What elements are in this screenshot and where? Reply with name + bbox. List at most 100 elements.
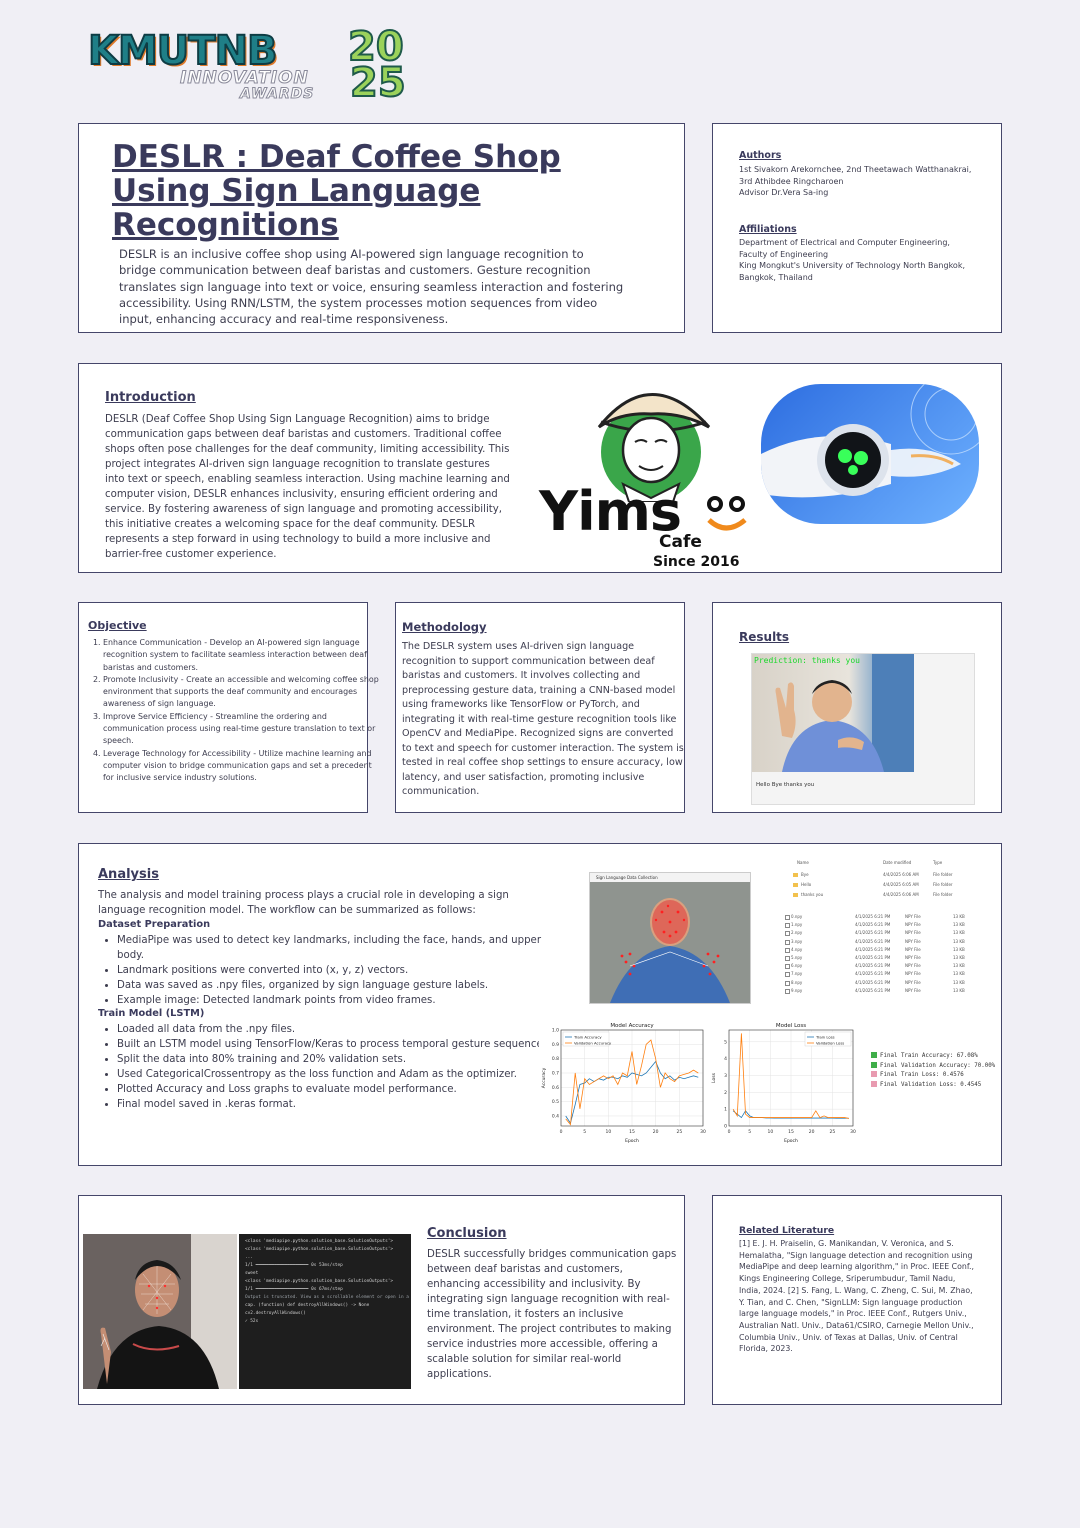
folder-row[interactable]: Bye 4/4/2025 6:06 AM File folder xyxy=(779,872,979,881)
folder-row[interactable]: Hello 4/4/2025 6:05 AM File folder xyxy=(779,882,979,891)
cafe-mascot-illustration xyxy=(597,393,711,502)
train-item: Plotted Accuracy and Loss graphs to eval… xyxy=(117,1082,557,1097)
objective-item: Improve Service Efficiency - Streamline … xyxy=(103,711,381,748)
file-date: 4/1/2025 6:21 PM xyxy=(855,914,891,919)
x-axis-label: Epoch xyxy=(625,1138,639,1144)
file-date: 4/1/2025 6:21 PM xyxy=(855,987,891,993)
file-type: NPY File xyxy=(905,930,921,936)
affiliations-list: Department of Electrical and Computer En… xyxy=(739,237,965,283)
train-item: Built an LSTM model using TensorFlow/Ker… xyxy=(117,1037,557,1052)
legend-box xyxy=(804,1031,852,1047)
folder-icon xyxy=(793,883,798,887)
x-tick-label: 20 xyxy=(653,1129,659,1135)
legend-label: Validation Accuracy xyxy=(574,1041,612,1046)
prediction-overlay: Prediction: thanks you xyxy=(754,656,860,665)
file-name: 5.npy xyxy=(791,955,803,960)
y-tick-label: 4 xyxy=(724,1056,727,1062)
metric-line: Final Train Loss: 0.4576 xyxy=(871,1071,995,1081)
chart-title: Model Accuracy xyxy=(610,1023,654,1029)
folder-icon xyxy=(793,873,798,877)
file-checkbox-icon xyxy=(785,947,790,953)
y-tick-label: 0.7 xyxy=(552,1070,559,1076)
series-line xyxy=(732,1110,849,1119)
y-tick-label: 2 xyxy=(724,1090,727,1096)
y-tick-label: 0 xyxy=(724,1124,727,1130)
file-checkbox-icon xyxy=(785,964,790,970)
results-camera-feed: Prediction: thanks you xyxy=(752,654,914,772)
conclusion-card: <class 'mediapipe.python.solution_base.S… xyxy=(78,1195,685,1405)
literature-text: [1] E. J. H. Praiselin, G. Manikandan, V… xyxy=(739,1239,974,1354)
author-line: Advisor Dr.Vera Sa-ing xyxy=(739,188,829,197)
x-tick-label: 30 xyxy=(850,1129,856,1135)
y-tick-label: 3 xyxy=(724,1073,727,1079)
file-name: 4.npy xyxy=(791,946,803,952)
affiliation-line: Faculty of Engineering xyxy=(739,249,829,259)
cafe-name: Yims xyxy=(539,480,682,543)
file-date: 4/1/2025 6:21 PM xyxy=(855,963,891,969)
conclusion-text: DESLR successfully bridges communication… xyxy=(427,1249,677,1380)
file-date: 4/1/2025 6:21 PM xyxy=(855,946,891,952)
x-axis-label: Epoch xyxy=(784,1138,798,1144)
y-axis-label: Accuracy xyxy=(541,1067,547,1088)
file-name: 7.npy xyxy=(791,971,803,977)
terminal-line: cv2.destroyAllWindows() xyxy=(245,1311,306,1316)
objective-heading: Objective xyxy=(88,619,147,632)
poster-title: DESLR : Deaf Coffee Shop Using Sign Lang… xyxy=(112,139,561,243)
folder-row[interactable]: thanks you 4/4/2025 6:06 AM File folder xyxy=(779,892,979,901)
x-tick-label: 5 xyxy=(748,1129,751,1135)
cafe-sub: Cafe xyxy=(659,532,702,552)
folder-explorer: Name Date modified Type Bye 4/4/2025 6:0… xyxy=(779,860,979,908)
file-type: NPY File xyxy=(905,922,921,928)
file-size: 13 KB xyxy=(953,930,965,936)
metric-line: Final Train Accuracy: 67.08% xyxy=(871,1052,995,1062)
affiliation-line: Department of Electrical and Computer En… xyxy=(739,238,950,247)
affiliation-line: King Mongkut's University of Technology … xyxy=(739,261,965,270)
folder-name: Hello xyxy=(801,882,812,887)
file-type: NPY File xyxy=(905,938,921,944)
x-tick-label: 0 xyxy=(560,1129,563,1135)
final-metrics: Final Train Accuracy: 67.08% Final Valid… xyxy=(871,1052,995,1090)
file-name: 1.npy xyxy=(791,922,803,928)
y-tick-label: 1.0 xyxy=(552,1028,559,1034)
ai-eye-illustration xyxy=(761,384,979,524)
affiliation-line: Bangkok, Thailand xyxy=(739,272,813,282)
file-size: 13 KB xyxy=(953,955,965,960)
file-checkbox-icon xyxy=(785,956,790,961)
dataset-item: Landmark positions were converted into (… xyxy=(117,963,547,978)
file-date: 4/1/2025 6:21 PM xyxy=(855,922,891,928)
kmutnb-logo: KMUTNB INNOVATION AWARDS 20 25 xyxy=(87,23,448,107)
author-line: 3rd Athibdee Ringcharoen xyxy=(739,176,844,186)
y-tick-label: 0.9 xyxy=(552,1042,559,1048)
file-size: 13 KB xyxy=(953,946,965,952)
authors-card: Authors 1st Sivakorn Arekornchee, 2nd Th… xyxy=(712,123,1002,333)
y-tick-label: 0.6 xyxy=(552,1085,559,1091)
folder-icon xyxy=(793,893,798,897)
x-tick-label: 15 xyxy=(629,1129,635,1135)
folder-type: File folder xyxy=(933,882,953,887)
file-size: 13 KB xyxy=(953,971,965,977)
landmark-image xyxy=(590,882,750,1003)
train-subheading: Train Model (LSTM) xyxy=(98,1008,205,1019)
logo-year-bottom: 25 xyxy=(349,59,407,107)
file-name: 2.npy xyxy=(791,930,803,936)
results-demo-frame: Prediction: thanks you Hello Bye thanks … xyxy=(751,653,975,805)
y-tick-label: 1 xyxy=(724,1107,727,1113)
train-list: Loaded all data from the .npy files. Bui… xyxy=(98,1022,557,1112)
terminal-line: 1/1 ━━━━━━━━━━━━━━━━━━━━ 0s 67ms/step xyxy=(245,1287,343,1292)
file-checkbox-icon xyxy=(785,923,790,929)
dataset-item: Data was saved as .npy files, organized … xyxy=(117,978,547,993)
objective-item: Leverage Technology for Accessibility - … xyxy=(103,748,381,785)
x-tick-label: 25 xyxy=(829,1129,835,1135)
